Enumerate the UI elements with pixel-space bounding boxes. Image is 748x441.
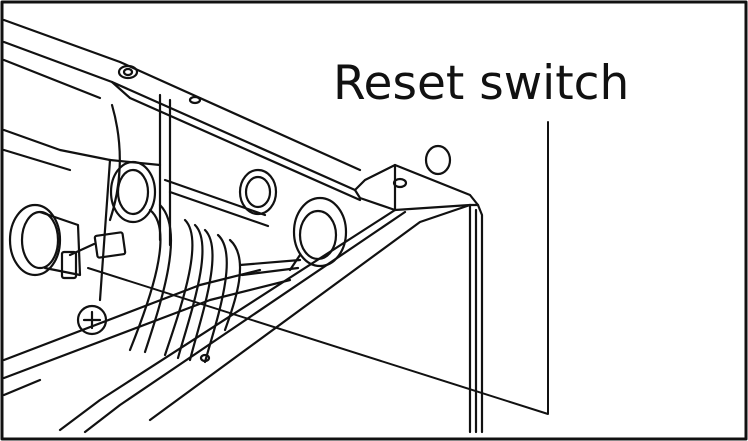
reset-switch-label: Reset switch	[333, 56, 630, 111]
thermostat-cylinder	[288, 144, 452, 272]
reset-switch-leader-line	[87, 121, 549, 415]
housing-front-corner	[58, 203, 484, 434]
grommet-right	[238, 168, 278, 216]
housing-top-flange	[2, 18, 480, 212]
screw-top-mid	[188, 95, 202, 105]
screw-lower-left	[76, 304, 108, 336]
grommet-left	[109, 160, 157, 224]
screw-corner	[392, 177, 408, 189]
wire-bundle	[128, 178, 302, 364]
reset-switch-body	[8, 203, 127, 280]
screw-top-left	[117, 64, 139, 80]
